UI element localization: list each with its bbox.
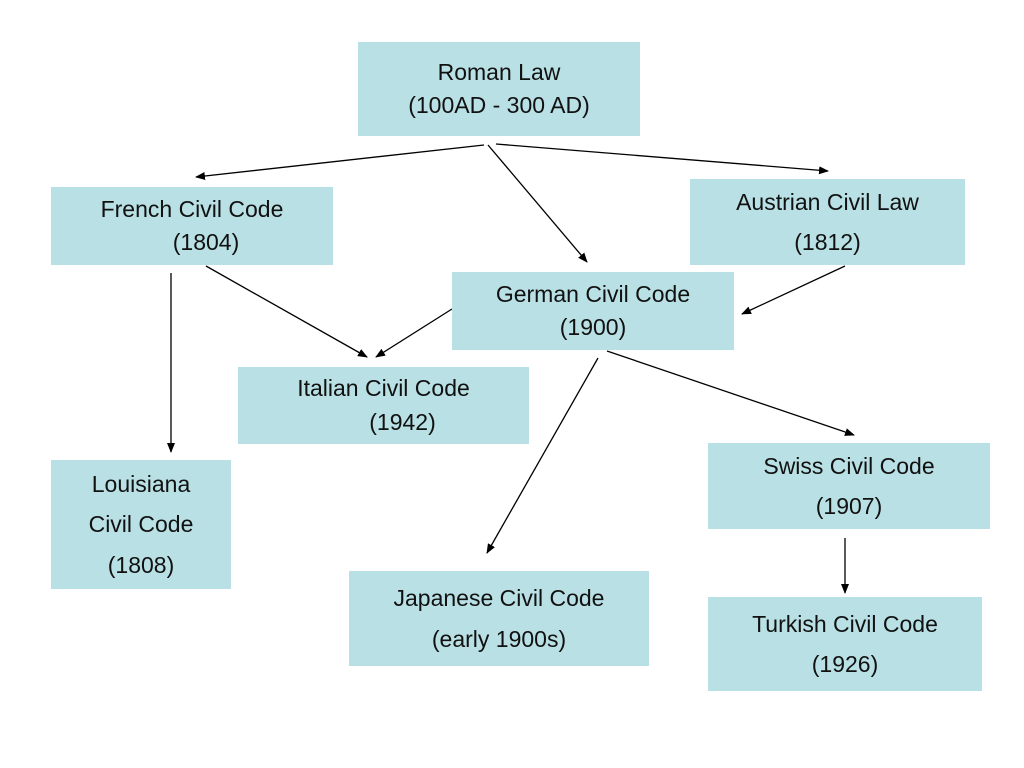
node-japanese-civil-code-title: Japanese Civil Code (393, 585, 605, 612)
edge-german-to-japanese (486, 357, 599, 554)
node-german-civil-code-title: German Civil Code (495, 280, 691, 307)
node-french-civil-code: French Civil Code (1804) (51, 187, 333, 265)
edge-roman-to-german (487, 144, 588, 263)
node-roman-law-title: Roman Law (437, 58, 561, 85)
edge-german-to-swiss (606, 350, 855, 436)
node-turkish-civil-code-date: (1926) (811, 651, 879, 677)
node-swiss-civil-code: Swiss Civil Code (1907) (708, 443, 990, 529)
node-austrian-civil-law-date: (1812) (794, 229, 861, 255)
node-turkish-civil-code: Turkish Civil Code (1926) (708, 597, 982, 691)
node-austrian-civil-law-title: Austrian Civil Law (736, 188, 919, 215)
edge-roman-to-austrian (495, 143, 829, 175)
node-louisiana-civil-code-title-line-2: Civil Code (88, 511, 194, 538)
node-roman-law: Roman Law (100AD - 300 AD) (358, 42, 640, 136)
node-german-civil-code: German Civil Code (1900) (452, 272, 734, 350)
node-french-civil-code-title: French Civil Code (100, 195, 284, 222)
node-louisiana-civil-code-title-line-1: Louisiana (91, 471, 191, 498)
node-louisiana-civil-code: Louisiana Civil Code (1808) (51, 460, 231, 589)
node-austrian-civil-law: Austrian Civil Law (1812) (690, 179, 965, 265)
node-italian-civil-code: Italian Civil Code (1942) (238, 367, 529, 444)
edge-german-to-italian (375, 308, 453, 358)
node-turkish-civil-code-title: Turkish Civil Code (752, 610, 938, 637)
node-german-civil-code-date: (1900) (559, 314, 627, 340)
node-roman-law-date: (100AD - 300 AD) (408, 92, 590, 118)
node-japanese-civil-code-date: (early 1900s) (431, 625, 567, 652)
edge-french-to-italian (205, 265, 368, 358)
node-japanese-civil-code: Japanese Civil Code (early 1900s) (349, 571, 649, 666)
edge-roman-to-french (195, 144, 485, 180)
node-louisiana-civil-code-date: (1808) (107, 551, 175, 578)
node-french-civil-code-date: (1804) (172, 229, 240, 255)
node-swiss-civil-code-date: (1907) (815, 493, 883, 519)
node-italian-civil-code-date: (1942) (369, 408, 436, 435)
node-italian-civil-code-title: Italian Civil Code (297, 375, 470, 402)
node-swiss-civil-code-title: Swiss Civil Code (763, 452, 935, 479)
edge-austrian-to-german (741, 265, 846, 315)
